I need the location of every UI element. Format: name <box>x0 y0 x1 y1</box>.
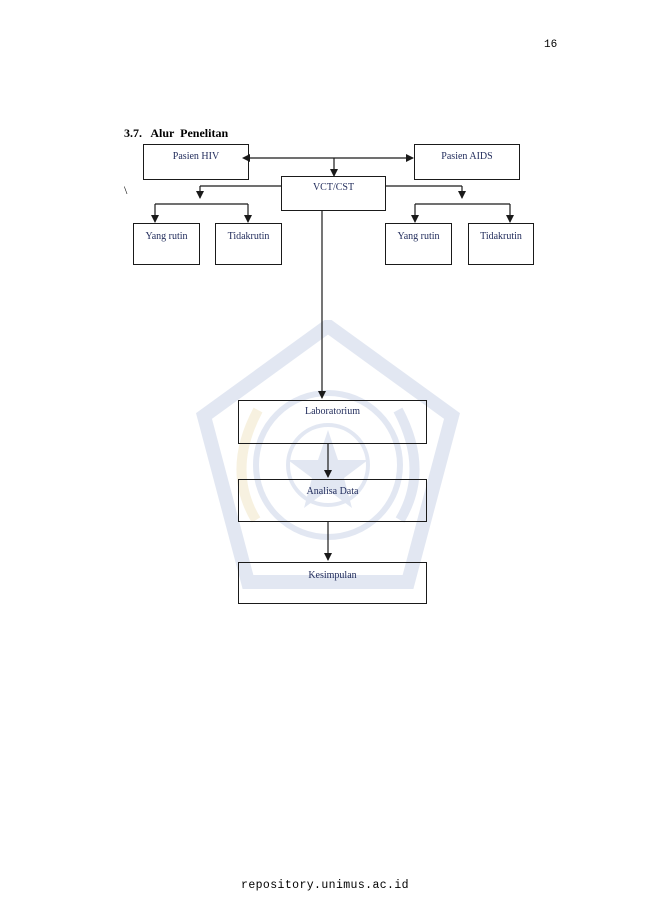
node-vct-cst: VCT/CST <box>281 176 386 211</box>
node-hiv-yang-rutin: Yang rutin <box>133 223 200 265</box>
node-laboratorium: Laboratorium <box>238 400 427 444</box>
stray-backslash: \ <box>124 183 128 197</box>
node-analisa-data: Analisa Data <box>238 479 427 522</box>
node-pasien-hiv: Pasien HIV <box>143 144 249 180</box>
node-aids-yang-rutin: Yang rutin <box>385 223 452 265</box>
section-heading: 3.7. Alur Penelitan <box>124 126 229 140</box>
node-kesimpulan: Kesimpulan <box>238 562 427 604</box>
repository-footer: repository.unimus.ac.id <box>241 879 409 892</box>
page-number: 16 <box>544 39 558 51</box>
node-aids-tidak-rutin: Tidakrutin <box>468 223 534 265</box>
node-pasien-aids: Pasien AIDS <box>414 144 520 180</box>
node-hiv-tidak-rutin: Tidakrutin <box>215 223 282 265</box>
